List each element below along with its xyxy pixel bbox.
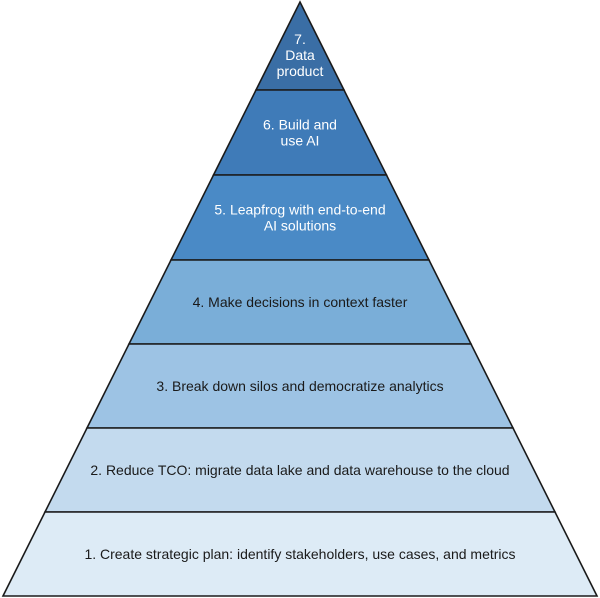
tier-label-line: Data (285, 47, 315, 63)
tier-label-line: 5. Leapfrog with end-to-end (214, 202, 385, 218)
tier-label-line: 3. Break down silos and democratize anal… (156, 378, 443, 394)
tier-label-line: 1. Create strategic plan: identify stake… (84, 546, 515, 562)
tier-label-3: 3. Break down silos and democratize anal… (156, 378, 443, 394)
pyramid-tier-2: 2. Reduce TCO: migrate data lake and dat… (43, 427, 557, 513)
tier-label-line: 2. Reduce TCO: migrate data lake and dat… (90, 462, 509, 478)
pyramid-tier-1: 1. Create strategic plan: identify stake… (1, 511, 599, 597)
tier-label-line: use AI (281, 133, 320, 149)
tier-label-4: 4. Make decisions in context faster (193, 294, 408, 310)
tier-label-line: 4. Make decisions in context faster (193, 294, 408, 310)
tier-label-line: 6. Build and (263, 117, 337, 133)
tier-label-line: product (277, 63, 324, 79)
pyramid-tier-3: 3. Break down silos and democratize anal… (85, 343, 515, 429)
tier-shape-1 (1, 511, 599, 597)
tier-label-line: AI solutions (264, 218, 336, 234)
tier-label-line: 7. (294, 31, 306, 47)
tier-label-2: 2. Reduce TCO: migrate data lake and dat… (90, 462, 509, 478)
pyramid-tier-4: 4. Make decisions in context faster (127, 259, 473, 345)
tier-label-1: 1. Create strategic plan: identify stake… (84, 546, 515, 562)
